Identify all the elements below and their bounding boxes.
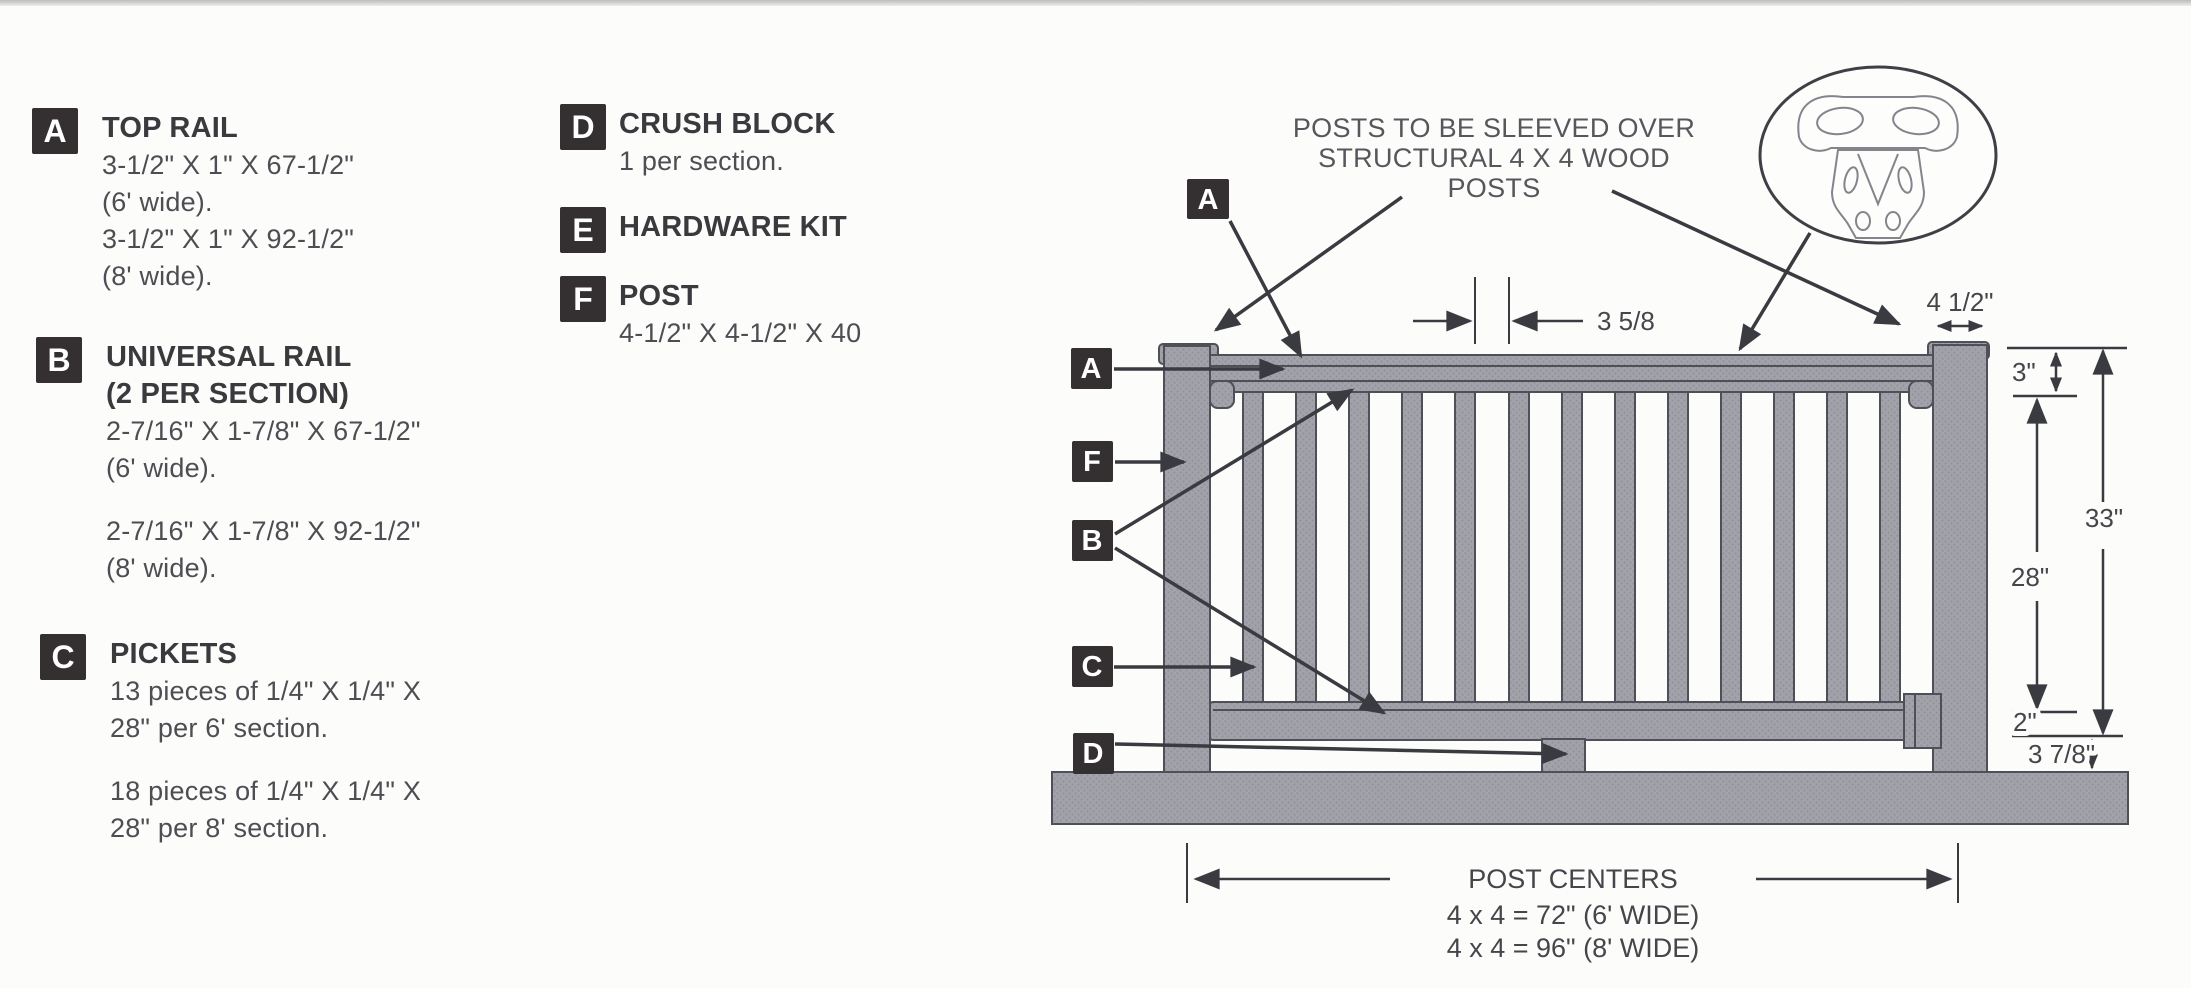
- part-letter-badge: F: [560, 276, 606, 322]
- part-spec-line: 4-1/2" X 4-1/2" X 40: [619, 318, 862, 348]
- part-title: PICKETS: [110, 638, 238, 670]
- part-letter-badge: B: [36, 337, 82, 383]
- top-rail-right-lip: [1908, 380, 1934, 409]
- pickets: [1242, 391, 1901, 703]
- part-title: CRUSH BLOCK: [619, 108, 836, 140]
- note-to-left-post-arrow: [1213, 195, 1404, 332]
- part-spec-line: 2-7/16" X 1-7/8" X 67-1/2": [106, 416, 421, 446]
- part-letter-badge: A: [32, 108, 78, 154]
- note-to-right-post-arrow: [1611, 189, 1902, 326]
- callout-letter-f: F: [1083, 446, 1101, 478]
- rail-cross-section-profile: [1797, 95, 1959, 239]
- scan-edge-band: [0, 0, 2191, 6]
- dim-picket-spacing: 3 5/8: [1597, 306, 1655, 336]
- callout-a-top-arrow: [1228, 220, 1303, 359]
- part-spec-line: 28" per 8' section.: [110, 813, 329, 843]
- bottom-rail: [1209, 701, 1934, 741]
- callout-letter-b: B: [1082, 525, 1103, 557]
- part-item-hardware-kit: E HARDWARE KIT: [560, 207, 847, 253]
- callout-box-a-side: [1071, 348, 1112, 389]
- callout-letter-c: C: [1082, 651, 1103, 683]
- part-spec-line: (6' wide).: [106, 453, 217, 483]
- post-centers-label: POST CENTERS: [1468, 864, 1678, 894]
- part-letter-badge: D: [560, 104, 606, 150]
- dim-post-width: 4 1/2": [1926, 287, 1993, 317]
- part-spec-line: 28" per 6' section.: [110, 713, 329, 743]
- dim-total-height: 33": [2085, 503, 2123, 533]
- part-spec-line: 2-7/16" X 1-7/8" X 92-1/2": [106, 516, 421, 546]
- part-item-universal-rail: B UNIVERSAL RAIL (2 PER SECTION) 2-7/16"…: [36, 337, 421, 587]
- dim-bottom-rail: 2": [2013, 707, 2037, 737]
- deck-surface: [1051, 771, 2129, 825]
- callout-boxes: A A F B C D: [1071, 179, 1229, 774]
- post-centers-6ft: 4 x 4 = 72" (6' WIDE): [1447, 900, 1700, 930]
- bottom-rail-bracket: [1903, 693, 1942, 749]
- rail-profile-detail: [1758, 65, 1998, 245]
- top-rail: [1209, 354, 1934, 393]
- callout-box-f: [1072, 441, 1113, 482]
- part-spec-line: (8' wide).: [106, 553, 217, 583]
- part-item-pickets: C PICKETS 13 pieces of 1/4" X 1/4" X 28"…: [40, 634, 421, 847]
- left-post: [1163, 345, 1211, 773]
- part-title: TOP RAIL: [102, 112, 238, 144]
- top-rail-left-lip: [1209, 380, 1235, 409]
- part-letter-badge: C: [40, 634, 86, 680]
- part-spec-line: 3-1/2" X 1" X 67-1/2": [102, 150, 355, 180]
- dim-picket-height: 28": [2011, 562, 2049, 592]
- part-spec-line: (6' wide).: [102, 187, 213, 217]
- part-item-crush-block: D CRUSH BLOCK 1 per section.: [560, 104, 835, 180]
- part-title: HARDWARE KIT: [619, 211, 847, 243]
- note-line-1: POSTS TO BE SLEEVED OVER: [1293, 113, 1695, 143]
- part-item-top-rail: A TOP RAIL 3-1/2" X 1" X 67-1/2" (6' wid…: [32, 108, 354, 295]
- callout-letter-d: D: [1083, 738, 1104, 770]
- part-spec-line: (8' wide).: [102, 261, 213, 291]
- callout-box-d: [1073, 733, 1114, 774]
- detail-ellipse-to-rail-arrow: [1738, 232, 1812, 352]
- part-title: UNIVERSAL RAIL: [106, 341, 352, 373]
- post-centers-8ft: 4 x 4 = 96" (8' WIDE): [1447, 933, 1700, 963]
- part-spec-line: 3-1/2" X 1" X 92-1/2": [102, 224, 355, 254]
- part-spec-line: 18 pieces of 1/4" X 1/4" X: [110, 776, 422, 806]
- note-line-3: POSTS: [1447, 173, 1540, 203]
- note-line-2: STRUCTURAL 4 X 4 WOOD: [1318, 143, 1670, 173]
- callout-b-upper-arrow: [1114, 388, 1355, 536]
- dim-post-top-to-rail: 3": [2012, 357, 2036, 387]
- part-title: POST: [619, 280, 699, 312]
- callout-box-c: [1072, 646, 1113, 687]
- part-item-post: F POST 4-1/2" X 4-1/2" X 40: [560, 276, 861, 352]
- part-letter-badge: E: [560, 207, 606, 253]
- callout-letter-a-top: A: [1198, 184, 1219, 216]
- dim-ground-clearance: 3 7/8": [2028, 739, 2095, 769]
- part-title-line2: (2 PER SECTION): [106, 378, 350, 410]
- leader-arrows: [1114, 189, 1902, 764]
- part-spec-line: 13 pieces of 1/4" X 1/4" X: [110, 676, 422, 706]
- part-spec-line: 1 per section.: [619, 146, 784, 176]
- diagram-texts: POSTS TO BE SLEEVED OVER STRUCTURAL 4 X …: [1293, 113, 2128, 963]
- callout-box-a-top: [1187, 179, 1229, 219]
- dimension-lines: [1186, 277, 2127, 903]
- railing-structure: [1051, 341, 2129, 825]
- callout-box-b: [1072, 520, 1113, 561]
- callout-b-lower-arrow: [1114, 546, 1387, 715]
- callout-letter-a-side: A: [1081, 353, 1102, 385]
- callout-d-arrow: [1114, 742, 1569, 764]
